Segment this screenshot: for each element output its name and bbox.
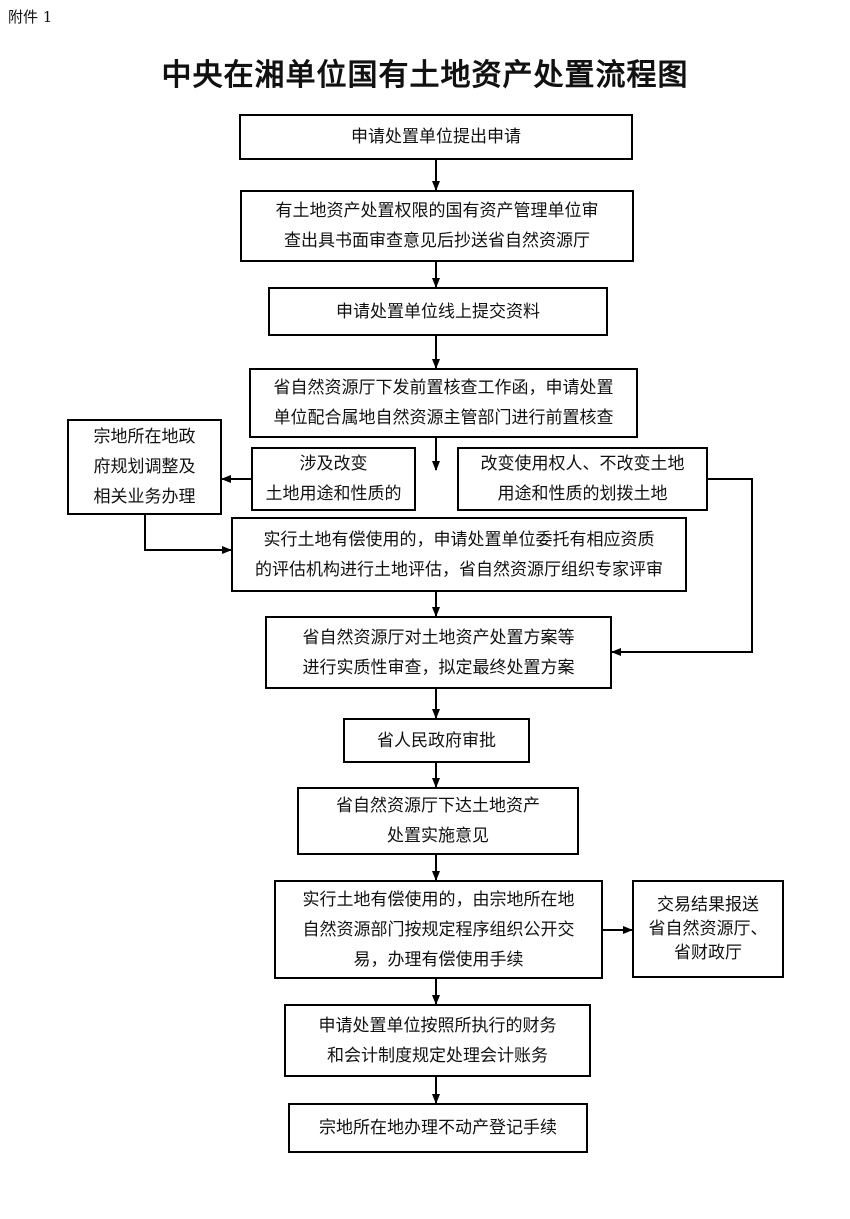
attachment-label: 附件 1	[8, 8, 53, 26]
step-report: 交易结果报送 省自然资源厅、 省财政厅	[632, 880, 784, 978]
step-accounting: 申请处置单位按照所执行的财务 和会计制度规定处理会计账务	[284, 1004, 591, 1077]
step-register: 宗地所在地办理不动产登记手续	[288, 1103, 588, 1153]
step-trade: 实行土地有偿使用的，由宗地所在地 自然资源部门按规定程序组织公开交 易，办理有偿…	[274, 880, 603, 979]
step-approve: 省人民政府审批	[343, 718, 530, 763]
step-planning: 宗地所在地政 府规划调整及 相关业务办理	[67, 419, 222, 515]
step-issue: 省自然资源厅下达土地资产 处置实施意见	[297, 787, 579, 855]
page-title: 中央在湘单位国有土地资产处置流程图	[161, 58, 689, 93]
step-apply: 申请处置单位提出申请	[239, 114, 633, 160]
step-substantive: 省自然资源厅对土地资产处置方案等 进行实质性审查，拟定最终处置方案	[265, 616, 612, 689]
step-change-use: 涉及改变 土地用途和性质的	[251, 447, 416, 511]
step-review: 有土地资产处置权限的国有资产管理单位审 查出具书面审查意见后抄送省自然资源厅	[240, 190, 634, 262]
arrow-change-user-substantive	[611, 478, 753, 656]
arrow-planning-evaluate	[144, 515, 232, 554]
step-change-user: 改变使用权人、不改变土地 用途和性质的划拨土地	[457, 447, 708, 511]
step-submit: 申请处置单位线上提交资料	[268, 287, 608, 336]
step-precheck: 省自然资源厅下发前置核查工作函，申请处置 单位配合属地自然资源主管部门进行前置核…	[249, 368, 638, 438]
step-evaluate: 实行土地有偿使用的，申请处置单位委托有相应资质 的评估机构进行土地评估，省自然资…	[231, 517, 687, 592]
